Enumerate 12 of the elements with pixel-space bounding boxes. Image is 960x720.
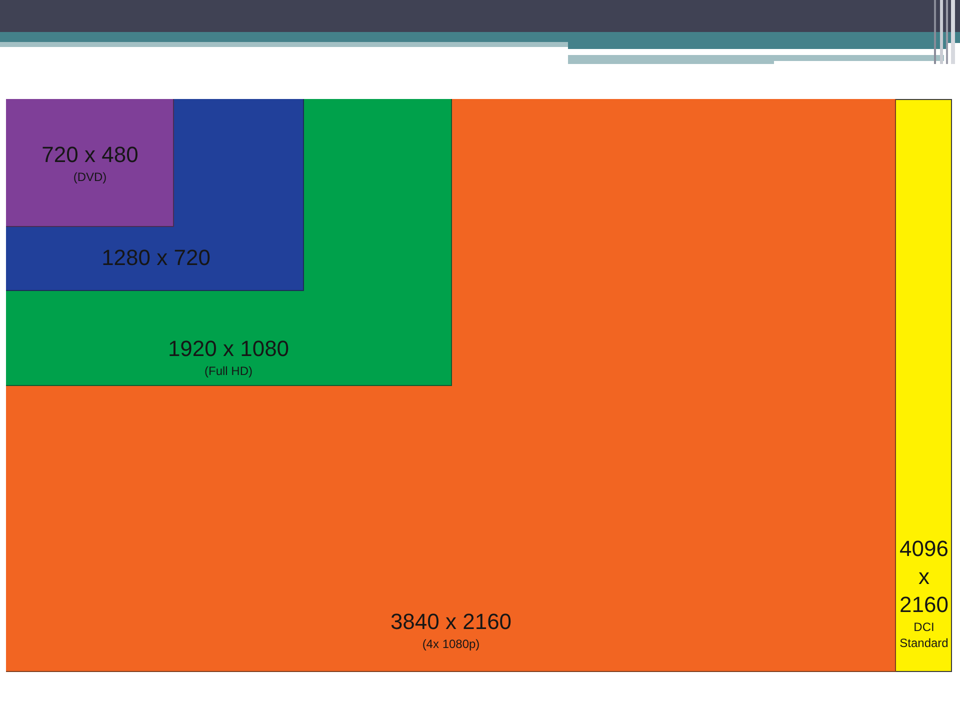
resolution-label: 3840 x 2160: [389, 608, 513, 636]
resolution-label: 1280 x 720: [100, 244, 212, 272]
resolution-label: 4096 x 2160: [898, 535, 950, 619]
format-note: (4x 1080p): [421, 636, 481, 652]
format-note: (Full HD): [204, 363, 254, 379]
format-note: DCI Standard: [898, 619, 950, 651]
resolution-rect: [6, 99, 452, 386]
format-note: (DVD): [72, 169, 108, 185]
resolution-rect: [6, 99, 174, 227]
resolution-label: 720 x 480: [40, 141, 140, 169]
resolution-rect: [6, 99, 304, 291]
resolution-label: 1920 x 1080: [166, 335, 290, 363]
